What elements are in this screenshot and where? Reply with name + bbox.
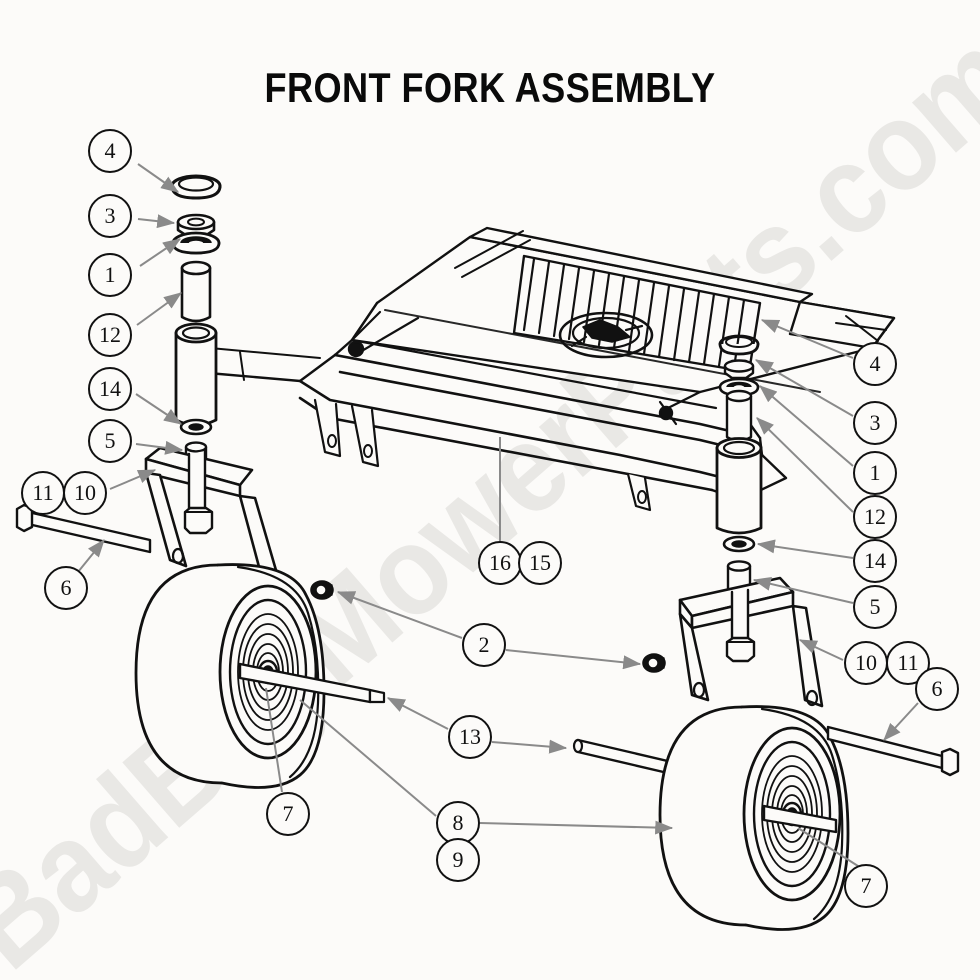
callout-10[interactable]: 10 — [63, 471, 107, 515]
leader-2-right — [505, 649, 642, 670]
callout-7[interactable]: 7 — [266, 792, 310, 836]
callout-8[interactable]: 8 — [436, 801, 480, 845]
callout-1[interactable]: 1 — [853, 451, 897, 495]
leader-8-right — [479, 820, 674, 835]
callout-12[interactable]: 12 — [853, 495, 897, 539]
leader-6-left — [77, 539, 105, 573]
leader-3-left — [137, 214, 176, 229]
leader-10-right — [798, 639, 844, 661]
callout-12[interactable]: 12 — [88, 313, 132, 357]
leader-2-left — [336, 591, 463, 639]
callout-16[interactable]: 16 — [478, 541, 522, 585]
leader-6-right — [883, 702, 919, 741]
leader-14-right — [756, 539, 854, 559]
leader-5-right — [752, 576, 854, 604]
leader-4-left — [137, 163, 179, 193]
callout-7[interactable]: 7 — [844, 864, 888, 908]
callout-6[interactable]: 6 — [44, 566, 88, 610]
callout-13[interactable]: 13 — [448, 715, 492, 759]
callout-4[interactable]: 4 — [88, 129, 132, 173]
leader-12-right — [756, 417, 854, 513]
callout-9[interactable]: 9 — [436, 838, 480, 882]
callout-11[interactable]: 11 — [21, 471, 65, 515]
leader-7-right — [797, 827, 859, 867]
callout-14[interactable]: 14 — [853, 539, 897, 583]
callout-3[interactable]: 3 — [88, 194, 132, 238]
callout-6[interactable]: 6 — [915, 667, 959, 711]
leader-14-left — [135, 393, 182, 425]
leader-1-right — [759, 385, 854, 467]
callout-5[interactable]: 5 — [853, 585, 897, 629]
leader-13-right — [491, 739, 568, 754]
callout-14[interactable]: 14 — [88, 367, 132, 411]
leader-5-left — [135, 440, 184, 455]
callout-4[interactable]: 4 — [853, 342, 897, 386]
callout-2[interactable]: 2 — [462, 623, 506, 667]
callout-15[interactable]: 15 — [518, 541, 562, 585]
callout-1[interactable]: 1 — [88, 253, 132, 297]
leader-8-left — [299, 699, 437, 817]
leader-1-left — [139, 238, 181, 267]
leader-3-right — [754, 359, 854, 417]
leader-10-left — [109, 469, 157, 490]
leader-13-left — [386, 697, 449, 730]
leader-12-left — [136, 292, 182, 326]
callout-10[interactable]: 10 — [844, 641, 888, 685]
callout-3[interactable]: 3 — [853, 401, 897, 445]
leader-7-left — [265, 687, 283, 793]
page-title: FRONT FORK ASSEMBLY — [264, 64, 716, 111]
callout-5[interactable]: 5 — [88, 419, 132, 463]
leader-4-right — [760, 319, 854, 359]
